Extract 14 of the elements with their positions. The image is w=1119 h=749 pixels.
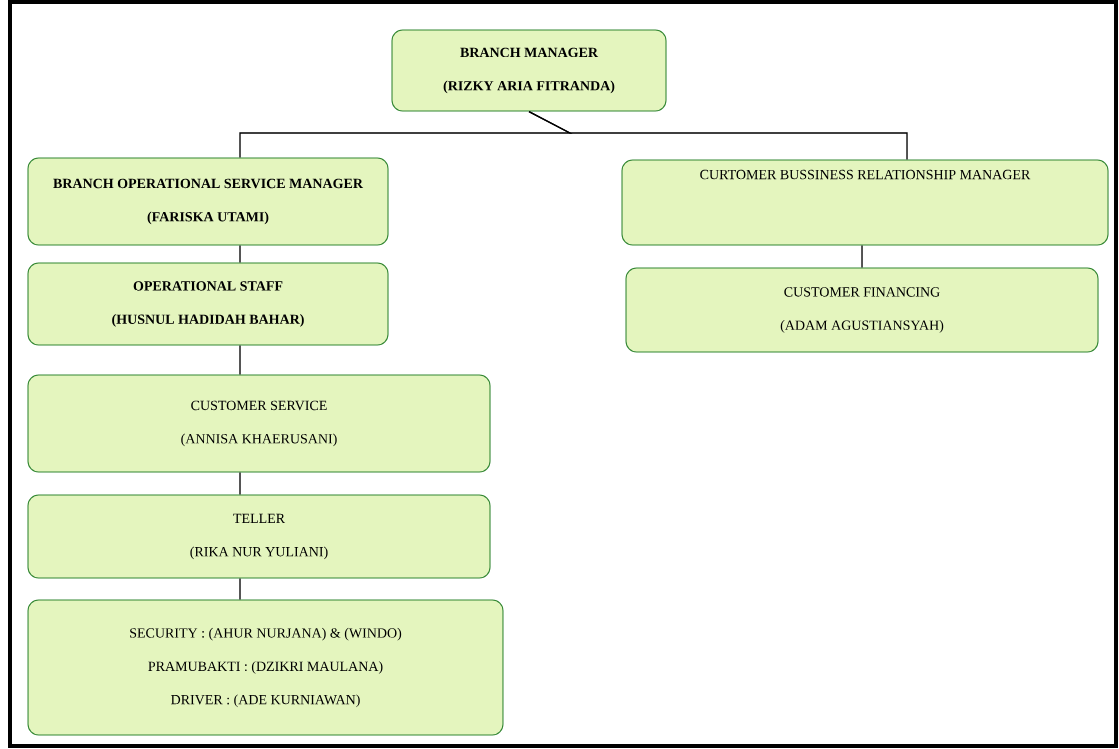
connector-line xyxy=(528,110,908,161)
org-box: SECURITY : (AHUR NURJANA) & (WINDO) PRAMUBAKTI : (DZIKRI MAULANA) DRIVER : (ADE KURNIAWAN) xyxy=(27,599,504,736)
connector-line xyxy=(239,344,241,376)
connector-line xyxy=(239,577,241,601)
connector-line xyxy=(861,244,863,269)
org-box: CURTOMER BUSSINESS RELATIONSHIP MANAGER xyxy=(621,159,1109,246)
org-box: CUSTOMER FINANCING (ADAM AGUSTIANSYAH) xyxy=(625,267,1099,353)
org-box: TELLER (RIKA NUR YULIANI) xyxy=(27,494,491,579)
org-box: CUSTOMER SERVICE (ANNISA KHAERUSANI) xyxy=(27,374,491,473)
org-box: BRANCH OPERATIONAL SERVICE MANAGER (FARISKA UTAMI) xyxy=(27,157,389,246)
connector-line xyxy=(239,244,241,264)
connector-line xyxy=(239,471,241,496)
org-box: BRANCH MANAGER (RIZKY ARIA FITRANDA) xyxy=(391,29,667,112)
org-box: OPERATIONAL STAFF (HUSNUL HADIDAH BAHAR) xyxy=(27,262,389,346)
